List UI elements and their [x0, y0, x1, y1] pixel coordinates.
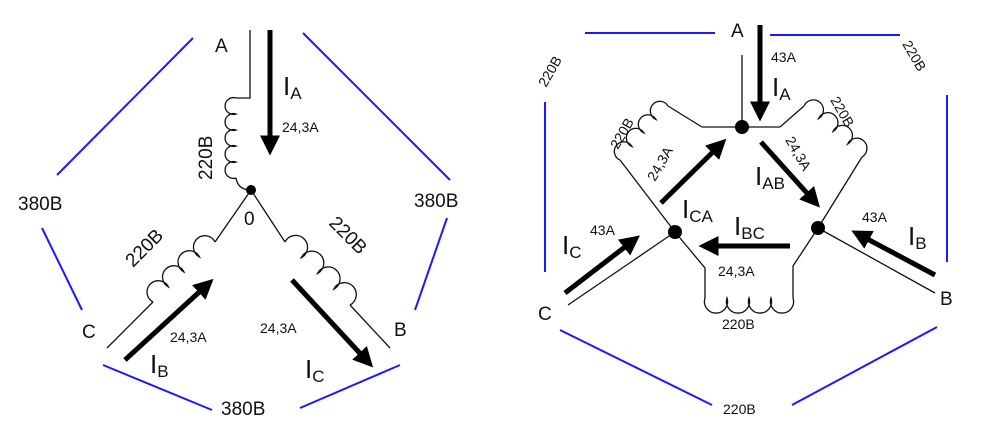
node-b — [811, 221, 825, 235]
coil-ab — [803, 99, 868, 158]
delta-phase-c-label: C — [538, 304, 552, 325]
line-ab-left — [56, 37, 194, 176]
star-connection: A B C 0 220B 220B 220B 380B 380B 380B IA… — [18, 30, 458, 420]
current-a-label: IA — [283, 71, 302, 103]
phase-current-bc-value: 24,3A — [718, 263, 755, 279]
current-arrow-b — [123, 278, 214, 362]
current-c-value: 24,3A — [260, 320, 297, 336]
star-wiring — [106, 30, 391, 349]
wire-neutral-b — [250, 189, 286, 243]
line-current-a-label: IA — [772, 72, 791, 104]
phase-c-label: C — [82, 322, 96, 343]
current-c-label: IC — [305, 354, 325, 386]
line-cb-right — [299, 364, 401, 409]
phase-voltage-ab: 220B — [827, 94, 857, 130]
wire-c — [106, 301, 154, 349]
line-current-b-label: IB — [908, 221, 927, 253]
delta-line-voltage-lines — [544, 32, 948, 406]
line-current-b-value: 43A — [862, 209, 888, 225]
wire-neutral-c — [214, 189, 252, 243]
coil-b — [284, 234, 357, 306]
line-bottom-right — [791, 326, 938, 406]
wire-c — [567, 231, 676, 306]
wire-a — [236, 30, 251, 99]
node-a — [735, 120, 749, 134]
wire-ca-c — [619, 159, 676, 233]
phase-current-bc-label: IBC — [734, 211, 765, 243]
wire-b — [349, 304, 391, 349]
phase-current-arrow-ca — [659, 138, 727, 205]
wire-c-bc — [674, 231, 706, 298]
line-voltage-bc: 380B — [221, 399, 265, 420]
line-current-arrow-b — [851, 230, 937, 278]
wire-ab-b — [817, 156, 863, 229]
coil-bc — [703, 295, 795, 314]
current-b-value: 24,3A — [170, 329, 207, 345]
neutral-label: 0 — [244, 209, 255, 230]
phase-voltage-b: 220B — [324, 213, 370, 259]
phase-voltage-c: 220B — [122, 225, 168, 271]
line-cb-left — [102, 364, 213, 411]
line-bottom-left — [559, 329, 713, 406]
wire-b — [817, 227, 936, 294]
phase-b-label: B — [394, 320, 407, 341]
current-b-label: IB — [150, 349, 169, 381]
phase-current-ab-label: IAB — [755, 161, 785, 193]
phase-a-label: A — [215, 36, 228, 57]
coil-c — [146, 235, 216, 303]
coil-ca — [613, 100, 669, 161]
current-arrow-c — [290, 278, 374, 368]
phase-current-ca-value: 24,3A — [644, 143, 676, 183]
line-voltage-bc: 220B — [723, 401, 756, 417]
phase-current-arrow-ab — [759, 140, 821, 208]
line-ca — [41, 227, 83, 311]
wire-bc-b — [792, 227, 819, 298]
phase-voltage-a: 220B — [196, 136, 217, 180]
line-voltage-ab: 380B — [414, 191, 458, 212]
line-bc — [414, 217, 448, 311]
star-line-voltage-lines — [41, 32, 451, 411]
phase-current-ca-label: ICA — [682, 194, 714, 226]
neutral-node — [246, 185, 256, 195]
wire-a-ca — [667, 105, 703, 128]
line-current-a-value: 43A — [771, 49, 797, 65]
line-ab-right — [302, 32, 451, 181]
line-voltage-ca: 220B — [535, 53, 565, 89]
line-voltage-ab: 220B — [899, 38, 929, 74]
delta-phase-a-label: A — [731, 21, 744, 42]
line-current-c-value: 43A — [590, 222, 616, 238]
wire-a-ab — [779, 105, 805, 128]
node-c — [668, 225, 682, 239]
delta-phase-b-label: B — [940, 289, 953, 310]
phase-voltage-bc: 220B — [722, 316, 755, 332]
line-current-c-label: IC — [562, 230, 582, 262]
delta-connection: A B C 220B 220B 220B 220B 220B 220B IA 4… — [535, 21, 953, 417]
line-voltage-ca: 380B — [18, 194, 62, 215]
current-a-value: 24,3A — [282, 119, 319, 135]
coil-a — [224, 96, 239, 180]
line-current-arrow-c — [563, 235, 640, 295]
